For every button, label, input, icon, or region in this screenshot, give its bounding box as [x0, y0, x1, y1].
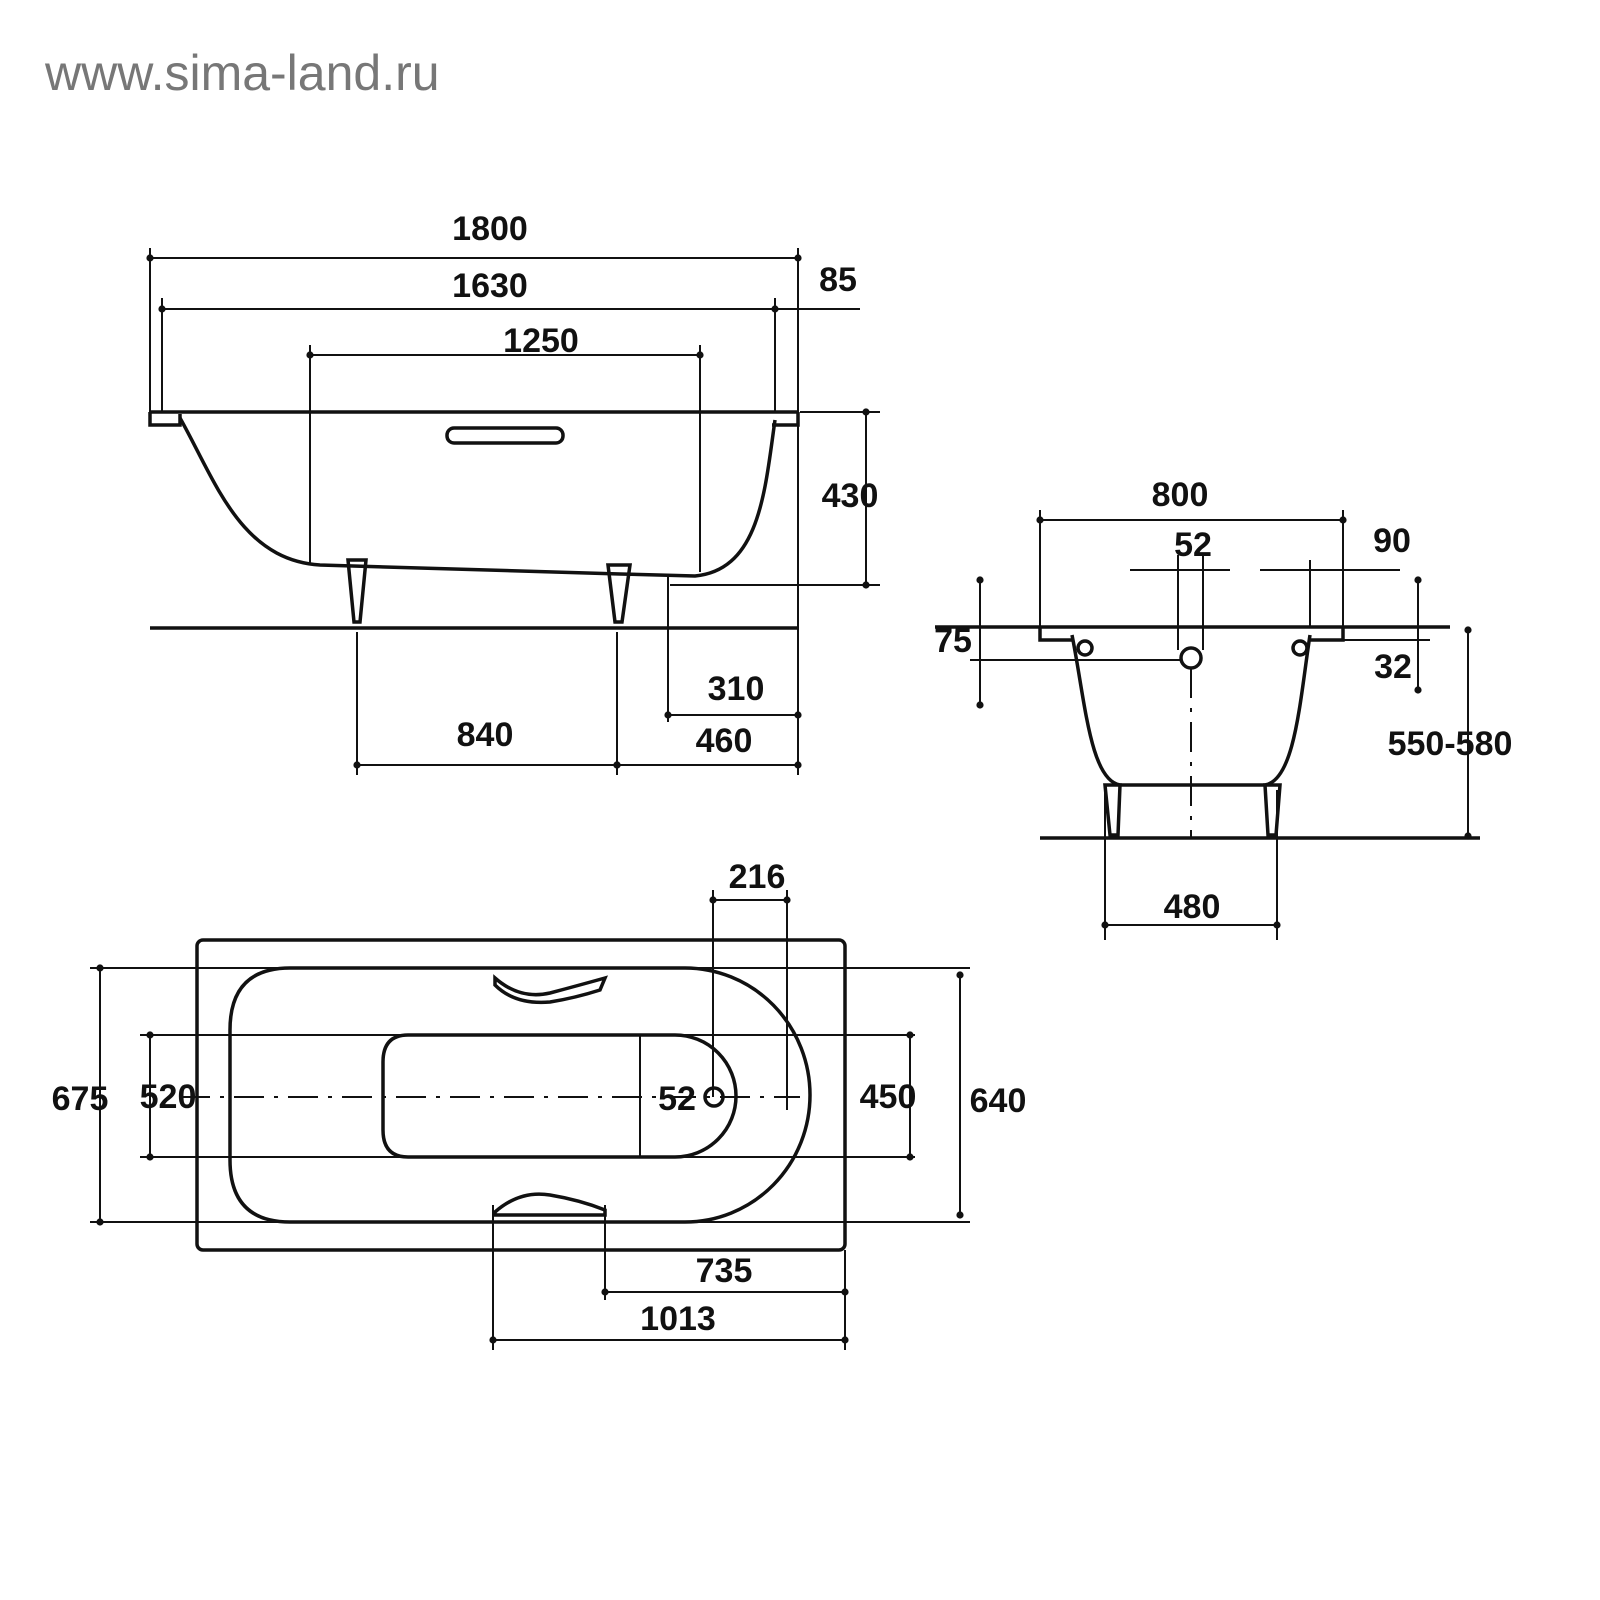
dim-735: 735: [696, 1252, 753, 1290]
side-view: 1800 1630 85 1250 430 310 840 460: [146, 210, 880, 775]
handle-right: [1291, 639, 1309, 657]
dim-430: 430: [822, 477, 879, 515]
dim-460: 460: [696, 722, 753, 760]
dim-675: 675: [52, 1080, 109, 1118]
dim-310: 310: [708, 670, 765, 708]
overflow: [1179, 646, 1203, 670]
legs: [346, 558, 633, 624]
dim-450: 450: [860, 1078, 917, 1116]
tub-body: [178, 417, 777, 578]
dim-1013: 1013: [640, 1300, 716, 1338]
dim-90: 90: [1373, 522, 1411, 560]
dim-640: 640: [970, 1082, 1027, 1120]
rim-lips: [1038, 627, 1345, 642]
dim-480: 480: [1164, 888, 1221, 926]
dim-32: 32: [1374, 648, 1412, 686]
handle-left: [1076, 639, 1094, 657]
dim-1250: 1250: [503, 322, 579, 360]
dim-550-580: 550-580: [1388, 725, 1513, 763]
dim-1630: 1630: [452, 267, 528, 305]
dim-75: 75: [934, 622, 972, 660]
outer-rim: [195, 938, 847, 1252]
legs: [1103, 783, 1282, 837]
dim-800: 800: [1152, 476, 1209, 514]
watermark: www.sima-land.ru: [44, 45, 440, 101]
end-view: 800 52 90 75 32 550-580 480: [934, 476, 1512, 940]
floor-outline: [381, 1033, 738, 1159]
dim-85: 85: [819, 261, 857, 299]
handle-bottom: [493, 1192, 607, 1217]
dim-520: 520: [140, 1078, 197, 1116]
dim-52-overflow: 52: [1174, 526, 1212, 564]
dim-216: 216: [729, 858, 786, 896]
tub-body: [1070, 634, 1312, 787]
dim-52-drain: 52: [658, 1080, 696, 1118]
basin-outline: [228, 966, 812, 1224]
handle-top: [493, 974, 609, 1005]
top-view: 675 640 520 450 52 216 735 1013: [52, 858, 1027, 1350]
dim-840: 840: [457, 716, 514, 754]
dim-1800: 1800: [452, 210, 528, 248]
handle: [445, 426, 565, 445]
